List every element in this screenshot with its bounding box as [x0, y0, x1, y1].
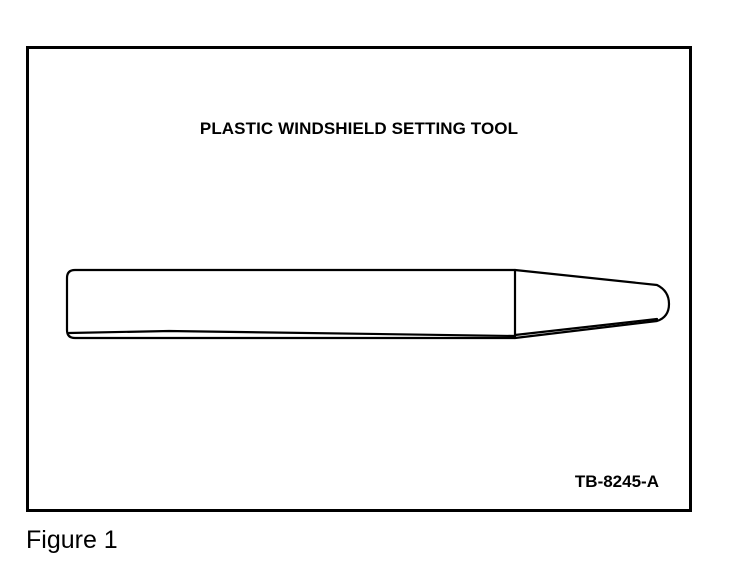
tool-handle-bevel [67, 329, 517, 338]
figure-title: PLASTIC WINDSHIELD SETTING TOOL [199, 119, 519, 138]
tool-tip [513, 268, 671, 340]
figure-frame: PLASTIC WINDSHIELD SETTING TOOL TB-8245-… [26, 46, 692, 512]
setting-tool-drawing [65, 268, 671, 340]
figure-code: TB-8245-A [574, 472, 659, 491]
figure-caption: Figure 1 [26, 526, 118, 554]
tool-tip-bevel [513, 317, 659, 337]
tool-handle [65, 268, 517, 340]
